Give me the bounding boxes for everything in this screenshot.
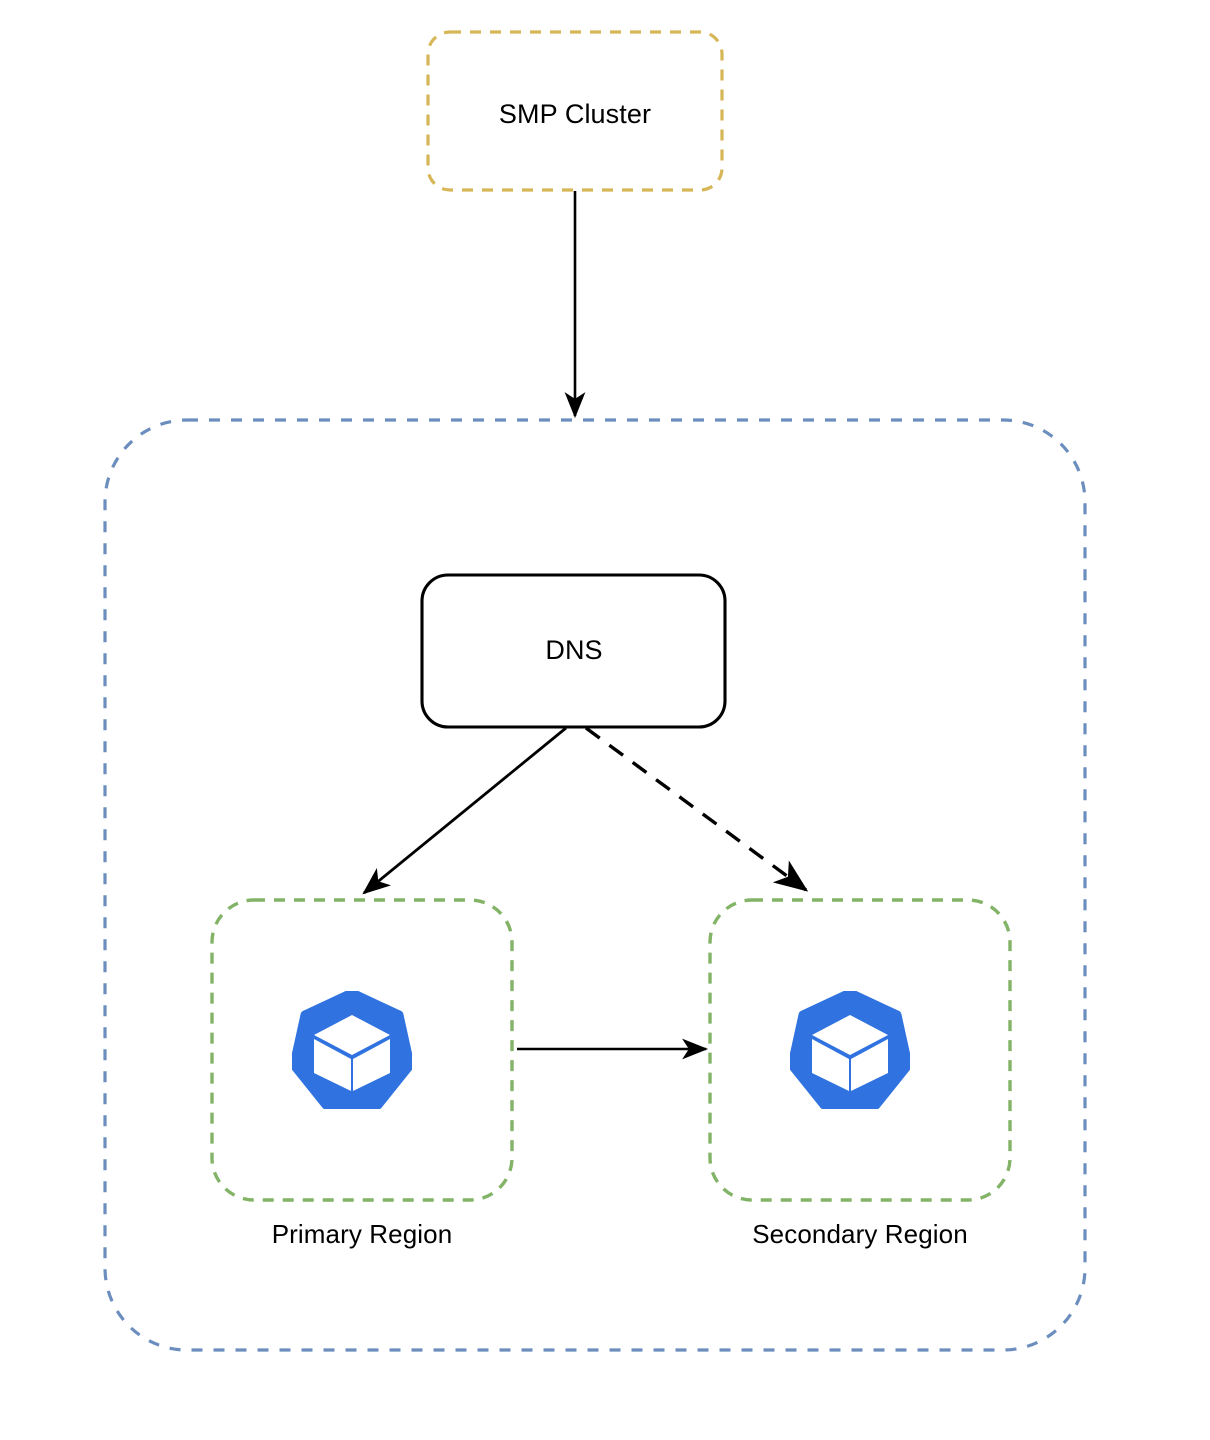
edge-dns-to-primary (362, 726, 567, 895)
secondary-region-label: Secondary Region (752, 1219, 968, 1249)
kubernetes-icon (289, 988, 415, 1110)
edge-dns-to-secondary (584, 726, 809, 892)
smp-cluster-label: SMP Cluster (498, 99, 652, 129)
kubernetes-icon (787, 988, 913, 1110)
dns-label: DNS (545, 635, 603, 665)
cloud-boundary-shape (103, 418, 1087, 1352)
primary-region-label: Primary Region (271, 1219, 453, 1249)
